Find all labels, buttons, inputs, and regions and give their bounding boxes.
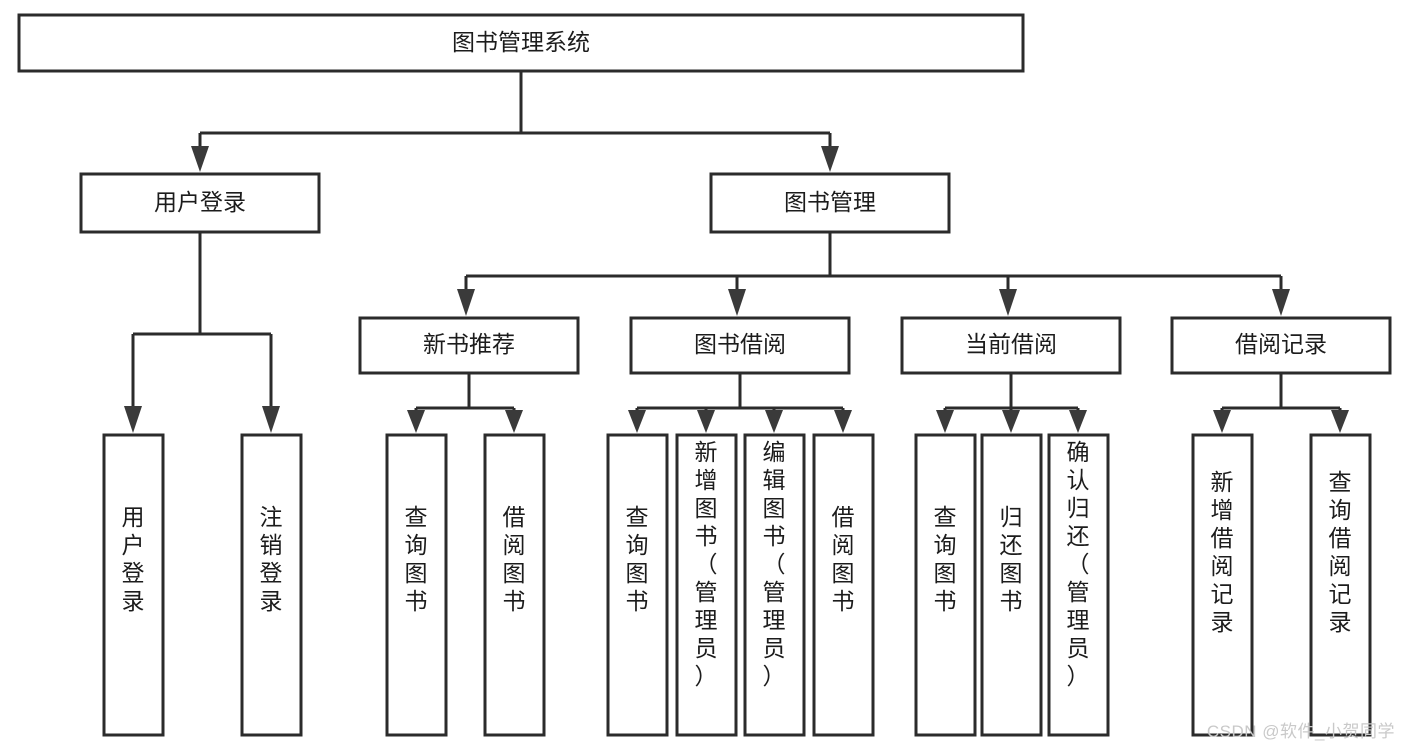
arrow-head-icon <box>124 406 142 433</box>
node-leaf-add-book-admin[interactable]: 新增图书（管理员） <box>675 433 738 737</box>
arrow-head-icon <box>728 289 746 316</box>
arrow-head-icon <box>457 289 475 316</box>
node-leaf-confirm-return-admin[interactable]: 确认归还（管理员） <box>1047 433 1110 737</box>
edge-layer <box>124 71 1349 433</box>
node-new-book-recommend[interactable]: 新书推荐 <box>358 316 580 375</box>
node-leaf-query-borrow-record[interactable]: 查询借阅记录 <box>1309 433 1372 737</box>
node-borrow-record[interactable]: 借阅记录 <box>1170 316 1392 375</box>
node-leaf-query-book-1-label: 查询图书 <box>405 504 428 614</box>
arrow-head-icon <box>1272 289 1290 316</box>
arrow-head-icon <box>505 410 523 433</box>
arrow-head-icon <box>407 410 425 433</box>
node-leaf-logout[interactable]: 注销登录 <box>240 433 303 737</box>
node-new-book-recommend-label: 新书推荐 <box>423 331 515 357</box>
arrow-head-icon <box>834 410 852 433</box>
node-layer: 图书管理系统 用户登录 图书管理 新书推荐 图书借阅 当前 <box>17 13 1392 737</box>
node-leaf-query-book-2-label: 查询图书 <box>626 504 649 614</box>
arrow-head-icon <box>262 406 280 433</box>
node-leaf-query-book-2[interactable]: 查询图书 <box>606 433 669 737</box>
node-leaf-return-book-label: 归还图书 <box>1000 504 1023 614</box>
node-leaf-borrow-book-1[interactable]: 借阅图书 <box>483 433 546 737</box>
node-leaf-logout-label: 注销登录 <box>260 504 283 614</box>
node-current-borrow[interactable]: 当前借阅 <box>900 316 1122 375</box>
arrow-head-icon <box>1331 410 1349 433</box>
arrow-head-icon <box>936 410 954 433</box>
node-book-manage[interactable]: 图书管理 <box>709 172 951 234</box>
node-leaf-edit-book-admin[interactable]: 编辑图书（管理员） <box>743 433 806 737</box>
arrow-head-icon <box>191 146 209 172</box>
node-leaf-return-book[interactable]: 归还图书 <box>980 433 1043 737</box>
arrow-head-icon <box>697 410 715 433</box>
arrow-head-icon <box>1002 410 1020 433</box>
node-book-manage-label: 图书管理 <box>784 189 876 215</box>
arrow-head-icon <box>821 146 839 172</box>
node-root[interactable]: 图书管理系统 <box>17 13 1025 73</box>
node-leaf-query-book-1[interactable]: 查询图书 <box>385 433 448 737</box>
node-book-borrow-label: 图书借阅 <box>694 331 786 357</box>
arrow-head-icon <box>999 289 1017 316</box>
arrow-head-icon <box>1213 410 1231 433</box>
arrow-head-icon <box>628 410 646 433</box>
node-book-borrow[interactable]: 图书借阅 <box>629 316 851 375</box>
node-leaf-query-borrow-record-label: 查询借阅记录 <box>1329 469 1352 635</box>
node-leaf-confirm-return-admin-label: 确认归还（管理员） <box>1067 439 1090 689</box>
node-current-borrow-label: 当前借阅 <box>965 331 1057 357</box>
node-user-login-label: 用户登录 <box>154 189 246 215</box>
csdn-watermark: CSDN @软件_小贺同学 <box>1206 722 1395 741</box>
node-leaf-query-book-3[interactable]: 查询图书 <box>914 433 977 737</box>
arrow-head-icon <box>765 410 783 433</box>
node-user-login[interactable]: 用户登录 <box>79 172 321 234</box>
node-leaf-user-login-label: 用户登录 <box>122 504 145 614</box>
node-leaf-edit-book-admin-label: 编辑图书（管理员） <box>763 439 786 689</box>
node-leaf-add-borrow-record[interactable]: 新增借阅记录 <box>1191 433 1254 737</box>
node-leaf-borrow-book-1-label: 借阅图书 <box>503 504 526 614</box>
node-leaf-add-borrow-record-label: 新增借阅记录 <box>1211 469 1234 635</box>
node-root-label: 图书管理系统 <box>452 29 590 55</box>
node-borrow-record-label: 借阅记录 <box>1235 331 1327 357</box>
node-leaf-user-login[interactable]: 用户登录 <box>102 433 165 737</box>
node-leaf-add-book-admin-label: 新增图书（管理员） <box>695 439 718 689</box>
node-leaf-query-book-3-label: 查询图书 <box>934 504 957 614</box>
arrow-head-icon <box>1069 410 1087 433</box>
node-leaf-borrow-book-2[interactable]: 借阅图书 <box>812 433 875 737</box>
node-leaf-borrow-book-2-label: 借阅图书 <box>832 504 855 614</box>
